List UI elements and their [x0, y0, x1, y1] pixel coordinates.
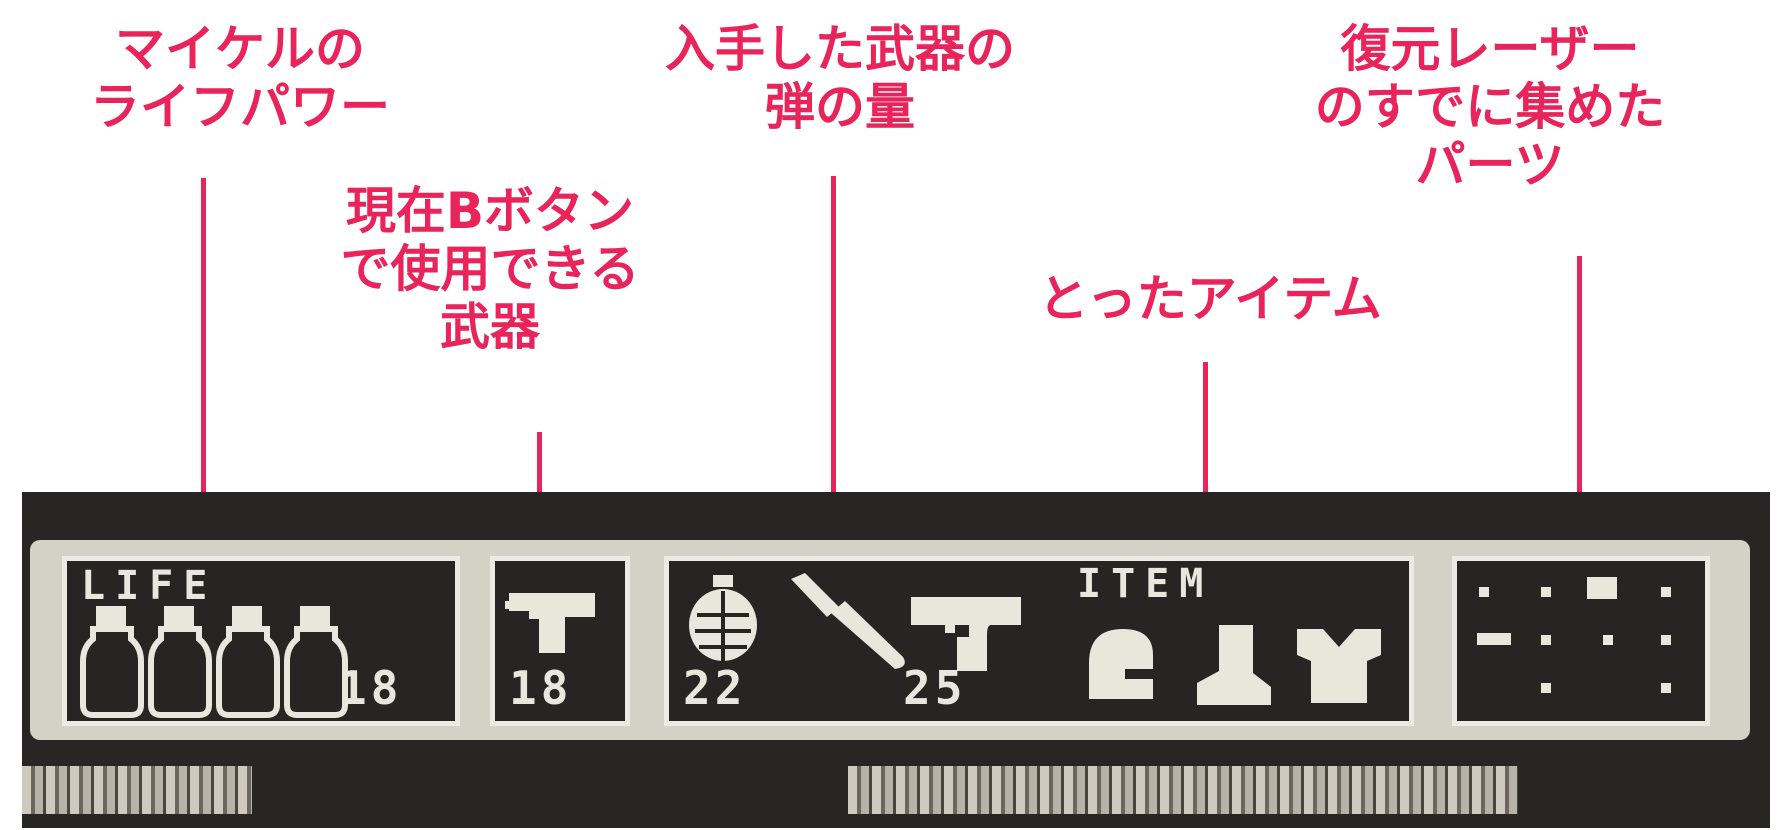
leader-line-life	[201, 178, 206, 608]
callout-line: 現在Bボタン	[345, 182, 635, 240]
laser-gun-icon	[505, 593, 595, 653]
life-bottle-icon	[148, 606, 212, 718]
grenade-icon	[689, 575, 757, 661]
callout-line: で使用できる	[340, 240, 640, 298]
part-slot-empty	[1603, 635, 1613, 645]
callout-line: パーツ	[1415, 136, 1565, 194]
pistol-icon	[911, 597, 1021, 671]
boot-icon	[1197, 625, 1271, 705]
part-slot-empty	[1541, 635, 1551, 645]
laser-parts-panel	[1452, 556, 1710, 726]
gun-ammo: 25	[903, 661, 967, 715]
item-label: ITEM	[1077, 561, 1214, 607]
life-label: LIFE	[81, 563, 218, 609]
callout-life-power: マイケルの ライフパワー	[50, 20, 430, 136]
life-bottles	[80, 606, 348, 718]
part-slot-empty	[1541, 587, 1551, 597]
callout-ammo: 入手した武器の 弾の量	[610, 20, 1070, 136]
callout-line: 復元レーザー	[1340, 20, 1640, 78]
inventory-panel: 22 25 ITEM	[664, 556, 1414, 726]
laser-parts-grid	[1477, 577, 1671, 693]
helmet-icon	[1089, 629, 1153, 699]
callout-line: ライフパワー	[90, 78, 390, 136]
part-slot-empty	[1661, 635, 1671, 645]
b-weapon-ammo: 18	[509, 661, 573, 715]
leader-line-laser-parts	[1577, 256, 1582, 578]
laser-part-icon	[1477, 633, 1511, 645]
part-slot-empty	[1479, 587, 1489, 597]
callout-line: 入手した武器の	[665, 20, 1015, 78]
callout-line: マイケルの	[115, 20, 365, 78]
knife-icon	[791, 573, 905, 669]
part-slot-empty	[1541, 683, 1551, 693]
part-slot-empty	[1661, 683, 1671, 693]
callout-b-weapon: 現在Bボタン で使用できる 武器	[300, 182, 680, 356]
life-value: 18	[339, 661, 403, 715]
life-panel: LIFE 18	[62, 556, 460, 726]
grenade-ammo: 22	[683, 661, 747, 715]
leader-line-ammo	[831, 176, 836, 568]
part-slot-empty	[1661, 587, 1671, 597]
callout-laser-parts: 復元レーザー のすでに集めた パーツ	[1270, 20, 1710, 194]
callout-line: のすでに集めた	[1314, 78, 1666, 136]
b-weapon-panel: 18	[490, 556, 630, 726]
armor-icon	[1297, 629, 1381, 703]
laser-part-icon	[1587, 577, 1617, 599]
callout-items: とったアイテム	[1000, 270, 1420, 328]
callout-line: 弾の量	[765, 78, 915, 136]
hud-noise-strip	[848, 766, 1518, 814]
callout-line: とったアイテム	[1038, 270, 1382, 328]
life-bottle-icon	[216, 606, 280, 718]
hud-noise-strip	[22, 766, 252, 814]
leader-line-items	[1203, 362, 1208, 588]
life-bottle-icon	[80, 606, 144, 718]
life-bottle-icon	[284, 606, 348, 718]
callout-line: 武器	[440, 298, 540, 356]
